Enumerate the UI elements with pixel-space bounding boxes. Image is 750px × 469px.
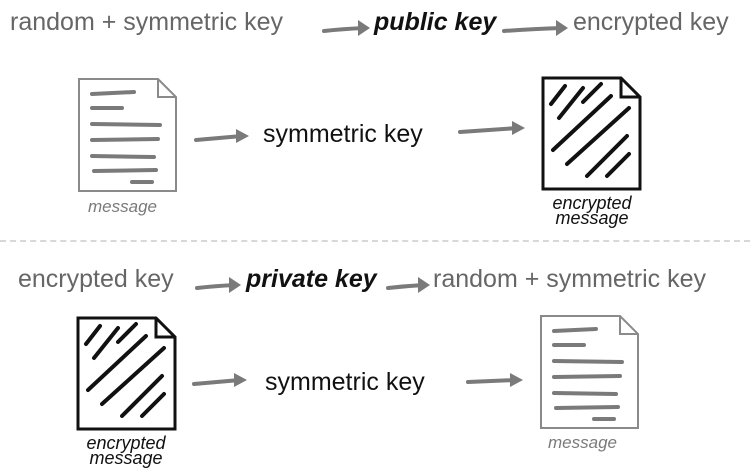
message-caption: message [88, 197, 157, 216]
encrypt-process-label: symmetric key [263, 120, 423, 148]
encrypted-document-icon [541, 76, 642, 191]
arrow-right-icon [502, 20, 568, 36]
arrow-right-icon [322, 20, 370, 36]
caption-line: message [555, 208, 629, 228]
message-caption: message [548, 433, 617, 452]
decrypt-chain-key: private key [246, 265, 377, 293]
caption-line: message [89, 448, 163, 468]
encrypt-chain-key: public key [374, 8, 497, 36]
plain-document-icon [540, 315, 639, 429]
arrow-right-icon [458, 121, 525, 135]
arrow-right-icon [466, 373, 523, 387]
arrow-right-icon [195, 277, 241, 293]
section-divider [0, 240, 750, 242]
encrypted-message-caption: encrypted message [540, 193, 644, 228]
encrypt-chain-output: encrypted key [573, 8, 729, 36]
arrow-right-icon [192, 373, 247, 387]
caption-line: encrypted [552, 193, 632, 213]
encrypted-document-icon [76, 316, 177, 431]
arrow-right-icon [386, 277, 430, 293]
caption-line: encrypted [86, 433, 166, 453]
encrypt-chain-input: random + symmetric key [10, 8, 283, 36]
arrow-right-icon [194, 129, 249, 143]
decrypt-chain-input: encrypted key [18, 265, 174, 293]
decrypt-chain-output: random + symmetric key [433, 265, 706, 293]
decrypt-process-label: symmetric key [265, 368, 425, 396]
encrypted-message-caption: encrypted message [74, 433, 178, 468]
plain-document-icon [78, 78, 177, 192]
